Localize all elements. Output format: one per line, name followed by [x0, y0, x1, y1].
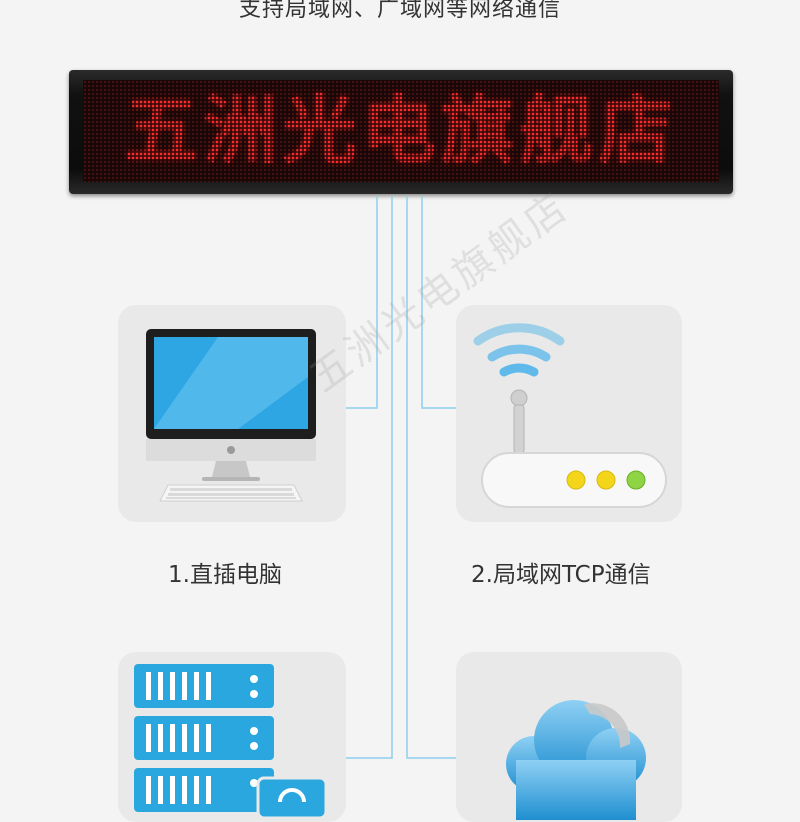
option-label-computer: 1.直插电脑: [168, 562, 282, 588]
option-card-computer[interactable]: [118, 305, 346, 522]
connection-lines: [346, 196, 456, 759]
option-label-router: 2.局域网TCP通信: [471, 562, 651, 588]
option-card-server[interactable]: [118, 652, 346, 822]
cloud-icon: [506, 700, 646, 820]
desktop-computer-icon: [146, 329, 316, 502]
option-card-router[interactable]: [456, 305, 682, 522]
server-rack-icon: [134, 664, 328, 820]
headline: 支持局域网、广域网等网络通信: [238, 0, 561, 22]
option-card-cloud[interactable]: [456, 652, 682, 822]
wire-to-router: [421, 196, 456, 409]
wifi-router-icon: [473, 323, 667, 508]
wire-to-cloud: [406, 196, 456, 759]
wire-to-server: [346, 196, 393, 759]
wire-to-computer: [346, 196, 378, 409]
